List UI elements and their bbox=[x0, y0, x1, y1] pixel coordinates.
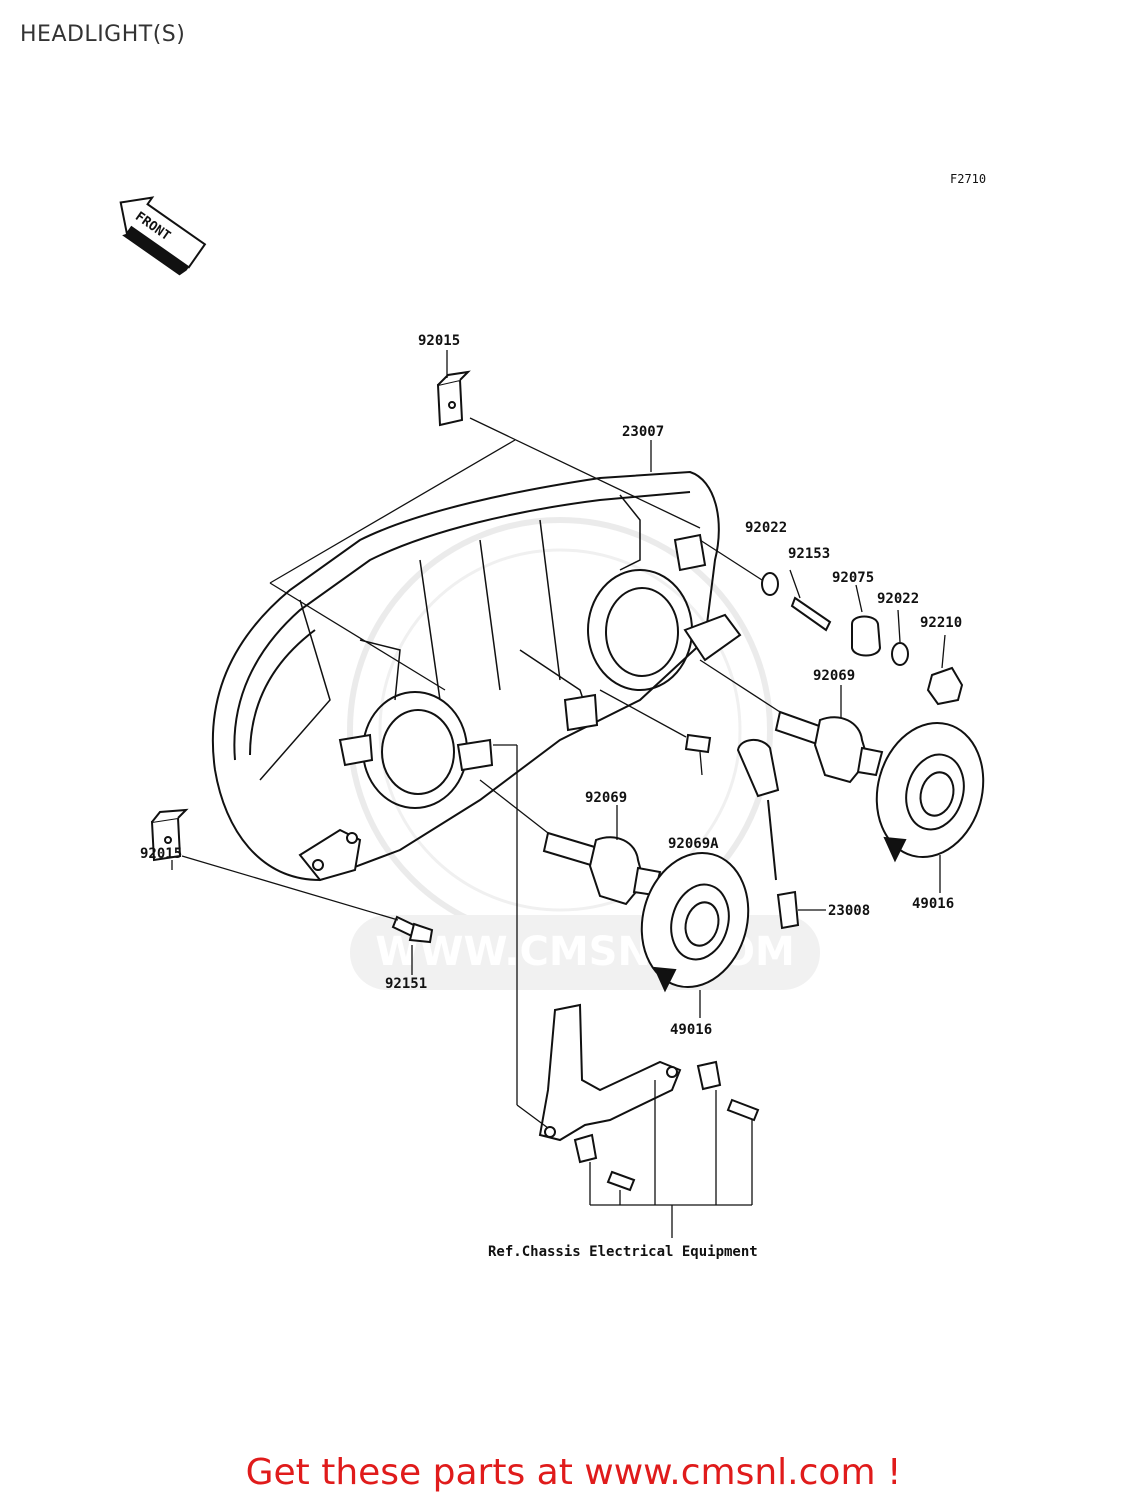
part-label[interactable]: 92015 bbox=[418, 333, 460, 349]
part-label[interactable]: 92151 bbox=[385, 976, 427, 992]
clip-nut-left bbox=[150, 808, 189, 862]
cap-nut-92210 bbox=[926, 666, 964, 706]
part-label[interactable]: 23007 bbox=[622, 424, 664, 440]
housing-mount-tab bbox=[298, 828, 362, 882]
reference-note: Ref.Chassis Electrical Equipment bbox=[488, 1244, 758, 1260]
grommet-92075 bbox=[851, 615, 882, 657]
part-label[interactable]: 92153 bbox=[788, 546, 830, 562]
part-label[interactable]: 92069 bbox=[813, 668, 855, 684]
part-label[interactable]: 92022 bbox=[877, 591, 919, 607]
headlight-housing bbox=[211, 470, 720, 882]
high-beam-reflector bbox=[563, 533, 742, 732]
page-title: HEADLIGHT(S) bbox=[20, 22, 186, 47]
part-label[interactable]: 23008 bbox=[828, 903, 870, 919]
cta-link[interactable]: Get these parts at www.cmsnl.com ! bbox=[245, 1452, 902, 1493]
part-labels: 92015 23007 92022 92153 92075 92022 9221… bbox=[140, 333, 962, 1038]
hardware-stack bbox=[761, 572, 964, 706]
position-bulb bbox=[684, 733, 712, 754]
part-label[interactable]: 92069A bbox=[668, 836, 719, 852]
washer-92022-a bbox=[761, 572, 779, 596]
bulb-high-beam bbox=[774, 710, 884, 784]
part-label[interactable]: 92022 bbox=[745, 520, 787, 536]
figure-code: F2710 bbox=[950, 172, 987, 186]
part-label[interactable]: 92210 bbox=[920, 615, 962, 631]
bulb-low-beam bbox=[542, 831, 662, 906]
part-label[interactable]: 49016 bbox=[912, 896, 954, 912]
bulb-socket-harness bbox=[736, 739, 800, 930]
clip-nut-top bbox=[436, 370, 471, 427]
low-beam-reflector bbox=[338, 691, 494, 809]
part-label[interactable]: 49016 bbox=[670, 1022, 712, 1038]
dust-cover-left bbox=[640, 851, 750, 993]
front-arrow-icon: FRONT bbox=[119, 196, 207, 276]
part-label[interactable]: 92075 bbox=[832, 570, 874, 586]
exploded-parts-diagram: WWW.CMSNL.COM FRONT bbox=[119, 196, 985, 1260]
cta-banner: Get these parts at www.cmsnl.com ! bbox=[0, 1452, 1147, 1493]
washer-92022-b bbox=[891, 642, 909, 666]
part-label[interactable]: 92015 bbox=[140, 846, 182, 862]
dust-cover-right bbox=[875, 721, 985, 863]
leader-lines bbox=[171, 350, 946, 1238]
headlight-stay-bracket bbox=[538, 1003, 760, 1192]
part-label[interactable]: 92069 bbox=[585, 790, 627, 806]
bolt-92151 bbox=[391, 915, 434, 944]
adjust-screw-92153 bbox=[790, 596, 832, 632]
